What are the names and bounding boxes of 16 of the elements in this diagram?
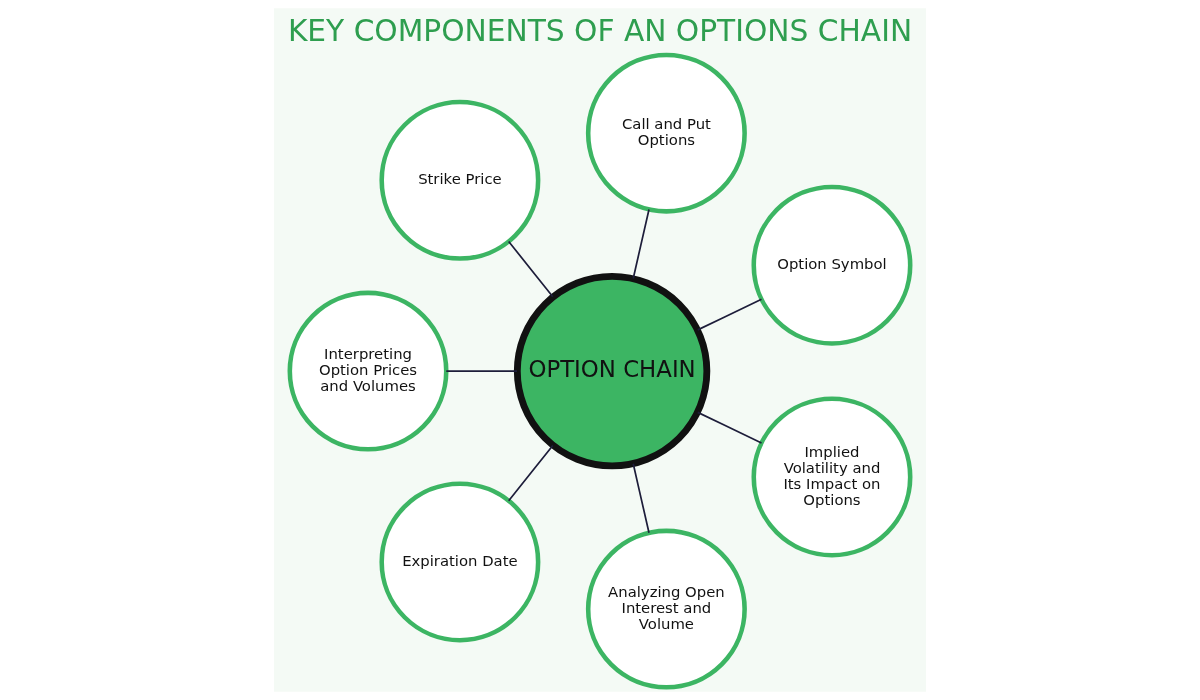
node-circle: Expiration Date (379, 481, 541, 643)
node-circle: Interpreting Option Prices and Volumes (287, 290, 449, 452)
node-circle: Call and Put Options (585, 52, 747, 214)
diagram-title: KEY COMPONENTS OF AN OPTIONS CHAIN (287, 13, 913, 49)
connector (696, 411, 763, 444)
node-circle: Analyzing Open Interest and Volume (585, 528, 747, 690)
node-circle: OPTION CHAIN (513, 272, 711, 470)
connector (632, 462, 650, 534)
node-circle: Option Symbol (751, 184, 913, 346)
connector (445, 370, 518, 372)
node-circle: Strike Price (379, 99, 541, 261)
connector (507, 240, 554, 298)
connector (696, 298, 763, 331)
node-circle: Implied Volatility and Its Impact on Options (751, 396, 913, 558)
connector (632, 208, 650, 280)
connector (507, 444, 554, 502)
